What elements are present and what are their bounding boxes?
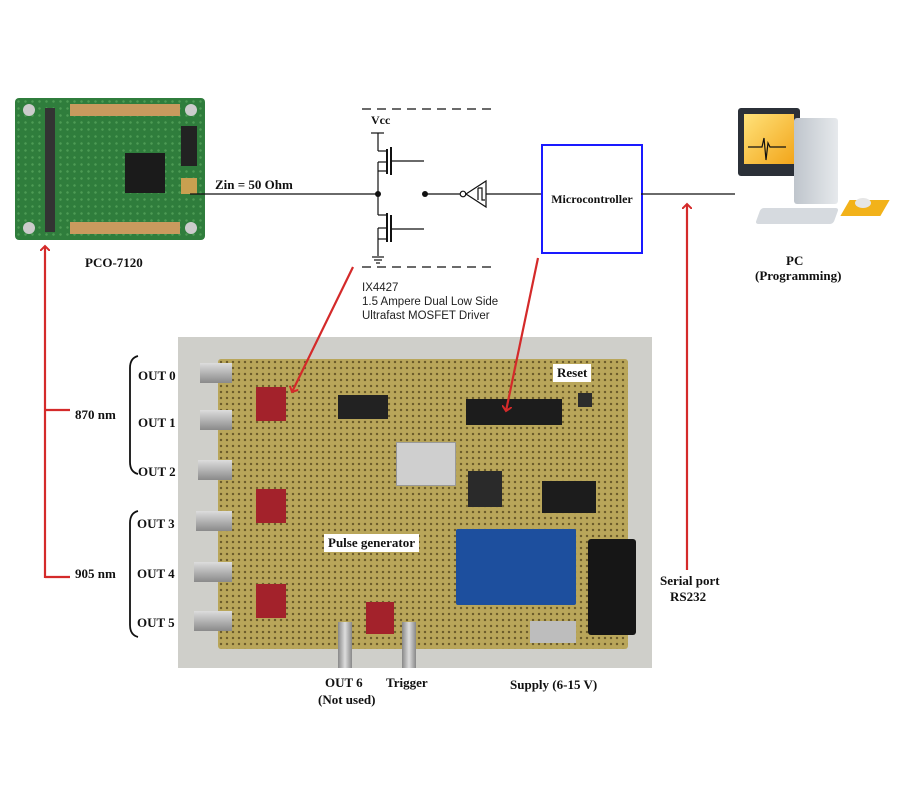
supply-label: Supply (6-15 V) bbox=[510, 677, 598, 692]
ic-socket bbox=[338, 395, 388, 419]
out0-connector bbox=[200, 363, 232, 383]
out4-connector bbox=[194, 562, 232, 582]
monitor-screen bbox=[744, 114, 794, 164]
pc-label: PC bbox=[786, 253, 804, 268]
screw-icon bbox=[185, 222, 197, 234]
driver-description-2: Ultrafast MOSFET Driver bbox=[362, 310, 490, 322]
header-connector bbox=[70, 222, 180, 234]
brace-905 bbox=[129, 510, 139, 638]
screw-icon bbox=[23, 104, 35, 116]
reset-label: Reset bbox=[553, 364, 592, 382]
pulse-generator-label: Pulse generator bbox=[324, 534, 420, 552]
brace-870 bbox=[129, 355, 139, 475]
mouse-icon bbox=[855, 198, 871, 208]
sma-connector bbox=[181, 178, 197, 194]
screw-icon bbox=[23, 222, 35, 234]
trigger-label: Trigger bbox=[386, 675, 428, 690]
pco-board-label: PCO-7120 bbox=[85, 255, 143, 270]
resistor-array bbox=[45, 108, 55, 232]
serial-port-label: Serial port bbox=[660, 573, 720, 588]
serial-rs232-label: RS232 bbox=[670, 589, 707, 604]
out1-connector bbox=[200, 410, 232, 430]
wavelength-870-label: 870 nm bbox=[75, 407, 116, 422]
screw-icon bbox=[185, 104, 197, 116]
reset-button bbox=[578, 393, 592, 407]
perfboard bbox=[218, 359, 636, 649]
ecg-trace-icon bbox=[748, 137, 786, 161]
driver-module bbox=[256, 489, 286, 523]
driver-description-1: 1.5 Ampere Dual Low Side bbox=[362, 296, 499, 308]
out-label-5: OUT 5 bbox=[137, 615, 175, 630]
out2-connector bbox=[198, 460, 232, 480]
microcontroller-label: Microcontroller bbox=[551, 191, 633, 206]
voltage-regulator bbox=[468, 471, 502, 507]
mosfet-pair-symbol bbox=[371, 132, 424, 264]
arrow-mcu-to-photo bbox=[506, 257, 540, 411]
schmitt-inverter-symbol bbox=[459, 179, 487, 209]
arrow-driver-to-photo bbox=[292, 266, 354, 392]
pc-computer-icon bbox=[738, 108, 838, 204]
driver-part-number: IX4427 bbox=[362, 282, 399, 294]
out-label-2: OUT 2 bbox=[138, 464, 176, 479]
driver-module bbox=[256, 584, 286, 618]
pco-7120-board-image bbox=[15, 98, 205, 240]
pin-header bbox=[181, 126, 197, 166]
out-label-4: OUT 4 bbox=[137, 566, 175, 581]
header-connector bbox=[70, 104, 180, 116]
pulse-generator-module bbox=[366, 602, 394, 634]
dc-dc-converter bbox=[456, 529, 576, 605]
prototype-board-photo: Reset Pulse generator bbox=[178, 337, 652, 668]
crystal-oscillator bbox=[396, 442, 456, 486]
power-terminal bbox=[530, 621, 576, 643]
microcontroller-chip bbox=[466, 399, 562, 425]
rs232-transceiver bbox=[542, 481, 596, 513]
node-dot bbox=[375, 191, 381, 197]
microcontroller-block: Microcontroller bbox=[541, 144, 643, 254]
pc-tower bbox=[794, 118, 838, 204]
out6-connector bbox=[338, 622, 352, 668]
vcc-label: Vcc bbox=[371, 113, 391, 127]
out6-note-label: (Not used) bbox=[318, 692, 376, 707]
pc-sublabel: (Programming) bbox=[755, 268, 842, 283]
out5-connector bbox=[194, 611, 232, 631]
out-label-3: OUT 3 bbox=[137, 516, 175, 531]
out-label-1: OUT 1 bbox=[138, 415, 176, 430]
driver-module bbox=[256, 387, 286, 421]
wavelength-905-label: 905 nm bbox=[75, 566, 116, 581]
ic-chip bbox=[125, 153, 165, 193]
db9-connector bbox=[588, 539, 636, 635]
out-label-0: OUT 0 bbox=[138, 368, 176, 383]
trigger-connector bbox=[402, 622, 416, 668]
impedance-label: Zin = 50 Ohm bbox=[215, 177, 293, 192]
out6-label: OUT 6 bbox=[325, 675, 363, 690]
out3-connector bbox=[196, 511, 232, 531]
